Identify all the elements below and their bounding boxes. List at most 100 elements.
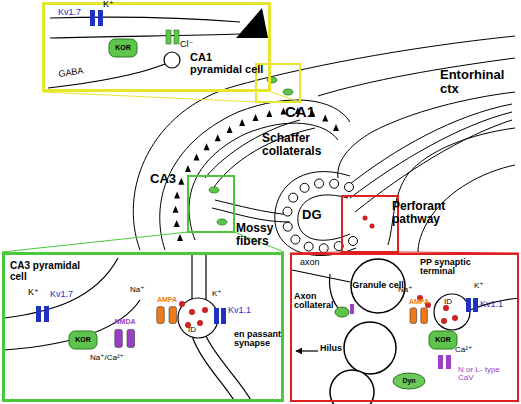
- perforant-path: [350, 112, 512, 198]
- node-text: NMDA: [108, 318, 142, 325]
- annotation-label: GABA: [58, 67, 84, 80]
- vesicle-dot: [179, 301, 185, 307]
- granule-dot: [289, 193, 298, 202]
- node-text: PP synaptic terminal: [420, 258, 490, 277]
- dg-layer: [275, 172, 356, 256]
- annotation-label: Kv1.7: [50, 290, 73, 299]
- channel-shape: NMDA: [108, 318, 142, 348]
- cell-circle: Granule cell: [350, 258, 406, 314]
- vesicle-dot: [202, 307, 208, 313]
- annotation-label: Axon collateral: [294, 292, 340, 311]
- art-g: [36, 10, 478, 324]
- granule-dot: [283, 207, 292, 216]
- pyr-cell: [194, 153, 200, 160]
- pyr-cell: [174, 191, 180, 198]
- granule-dot: [345, 183, 354, 192]
- annotation-label: en passant synapse: [234, 330, 282, 349]
- cell-outline: [351, 259, 405, 313]
- receptor-shape: KOR: [68, 330, 98, 350]
- channel-bar: [221, 308, 226, 324]
- annotation-label: ID: [444, 298, 452, 306]
- annotation-label: Kv1.7: [58, 8, 81, 17]
- annotation-label: K⁺: [212, 290, 222, 298]
- node-text: KOR: [108, 38, 138, 58]
- granule-dot: [304, 242, 313, 251]
- annotation-label: K⁺: [28, 288, 39, 297]
- granule-dot: [283, 222, 292, 231]
- annotation-label: K⁺: [474, 282, 484, 290]
- receptor-body: [69, 331, 97, 349]
- peptide-outline: [393, 373, 425, 389]
- annotation-label: Kv1.1: [228, 306, 251, 315]
- pyr-cell: [253, 114, 259, 121]
- channel-bar: [214, 308, 219, 324]
- granule-dot: [291, 235, 300, 244]
- granule-dot: [319, 244, 328, 253]
- peptide-ellipse: Dyn: [392, 372, 426, 390]
- pyr-cell: [174, 220, 180, 227]
- vesicle-dot: [189, 309, 195, 315]
- channel-bar: [44, 306, 49, 322]
- vesicle-dot: [363, 216, 368, 221]
- channel-bar: [466, 298, 471, 312]
- inset-box: CA3 pyramidal cellKOR NMDA AMPA: [2, 252, 284, 402]
- annotation-label: Kv1.1: [480, 300, 503, 309]
- cell-shape: [344, 322, 396, 374]
- granule-dot: [349, 237, 358, 246]
- node-text: CA3 pyramidal cell: [10, 261, 82, 282]
- annotation-label: Cl⁻: [180, 40, 193, 49]
- channel-bar: [36, 306, 41, 322]
- receptor-shape: KOR: [428, 330, 458, 350]
- annotation-label: axon: [300, 258, 320, 267]
- channel-subunit: [115, 329, 122, 347]
- annotation-label: Perforant pathway: [392, 200, 474, 225]
- gaba-terminal: [164, 52, 180, 68]
- channel-subunit: [410, 308, 417, 324]
- annotation-label: Na⁺: [398, 286, 412, 294]
- channel-shape: AMPA: [150, 296, 184, 324]
- channel-shape: AMPA: [404, 298, 434, 324]
- kor-blob: [283, 89, 293, 95]
- channel-subunit: [127, 329, 134, 347]
- axon-line: [191, 255, 192, 300]
- annotation-label: Hilus: [320, 344, 342, 353]
- pyr-cell: [177, 234, 183, 241]
- gaba-axon: [48, 64, 165, 88]
- channel-subunit: [157, 307, 164, 324]
- pyr-cell: [173, 206, 179, 213]
- annotation-label: N or L- type CaV: [458, 366, 516, 383]
- cell-shape: [330, 370, 374, 404]
- art-g: [438, 355, 451, 369]
- axon-line: [292, 270, 350, 282]
- node-text: KOR: [428, 330, 458, 350]
- channel-bar: [166, 30, 171, 44]
- hilus-arrow: [296, 350, 318, 351]
- pyr-cell: [185, 165, 191, 172]
- annotation-label: K⁺: [103, 0, 114, 9]
- vesicle-dot: [197, 320, 203, 326]
- pyr-cell: [215, 134, 221, 141]
- membrane: [5, 258, 118, 318]
- ca-layer: [160, 100, 350, 250]
- soma-shape: [236, 8, 268, 38]
- annotation-label: Entorhinal ctx: [440, 68, 516, 95]
- channel-bar: [350, 304, 354, 314]
- zoom-line: [2, 232, 188, 252]
- zoom-square: [188, 176, 234, 232]
- pyr-cell: [322, 115, 328, 122]
- pyr-cell: [266, 110, 272, 117]
- art-g: [5, 17, 519, 402]
- channel-subunit: [421, 308, 428, 324]
- art-g: [188, 64, 398, 252]
- guide-path: [176, 111, 336, 238]
- zoom-square: [342, 196, 398, 252]
- art-g: [133, 36, 515, 256]
- annotation-label: CA1: [285, 104, 315, 120]
- pyr-cell: [204, 143, 210, 150]
- kor-blob: [209, 187, 219, 193]
- channel-bar: [473, 298, 478, 312]
- node-text: KOR: [68, 330, 98, 350]
- membrane: [50, 34, 240, 38]
- channel-bar: [174, 30, 179, 44]
